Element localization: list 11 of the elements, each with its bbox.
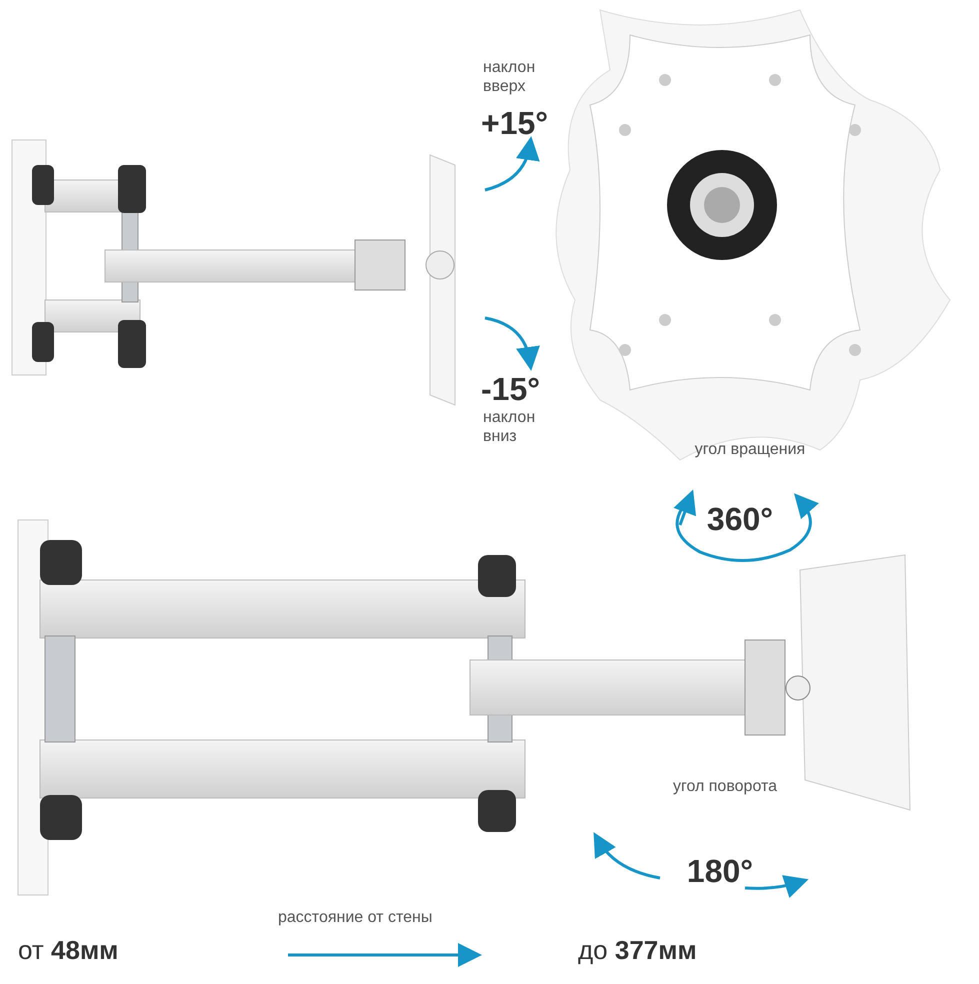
swivel-angle: 180°	[686, 852, 754, 890]
tilt-down-caption: наклон вниз	[483, 408, 536, 446]
swivel-caption: угол поворота	[672, 777, 778, 796]
distance-caption: расстояние от стены	[278, 908, 434, 928]
min-distance: от 48мм	[18, 935, 120, 966]
tilt-up-caption: наклон вверх	[483, 58, 536, 96]
rotation-caption: угол вращения	[694, 440, 806, 460]
rotation-angle: 360°	[706, 500, 774, 538]
tilt-up-angle: +15°	[481, 104, 550, 142]
max-distance: до 377мм	[578, 935, 698, 966]
tilt-down-angle: -15°	[481, 370, 542, 408]
